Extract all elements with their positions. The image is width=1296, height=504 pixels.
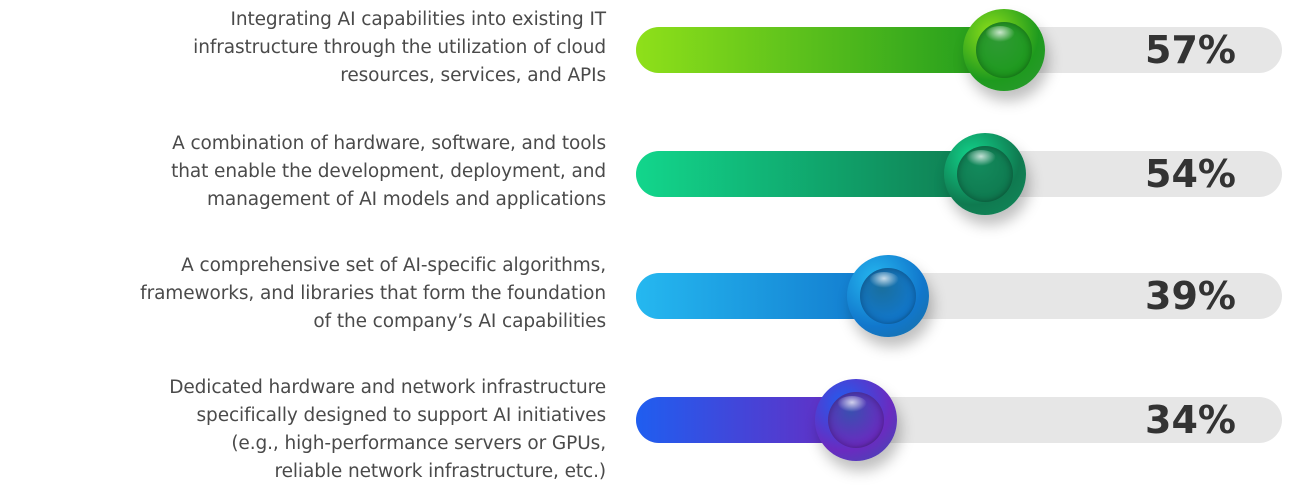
- bar: [636, 273, 888, 319]
- category-label: Integrating AI capabilities into existin…: [0, 6, 606, 90]
- category-label-line: specifically designed to support AI init…: [196, 405, 607, 426]
- bar: [636, 27, 1004, 73]
- progress-track: 39%: [636, 255, 1282, 337]
- category-label-line: that enable the development, deployment,…: [171, 161, 606, 182]
- category-label-line: Integrating AI capabilities into existin…: [230, 9, 607, 30]
- progress-track: 34%: [636, 379, 1282, 461]
- category-label-line: (e.g., high-performance servers or GPUs,: [231, 433, 606, 454]
- category-label-line: resources, services, and APIs: [340, 65, 606, 86]
- category-label: A combination of hardware, software, and…: [0, 130, 606, 214]
- category-label: A comprehensive set of AI-specific algor…: [0, 252, 606, 336]
- bar-knob-shine: [869, 272, 899, 288]
- bar-knob-shine: [985, 26, 1015, 42]
- category-label-line: Dedicated hardware and network infrastru…: [169, 377, 606, 398]
- value-label: 39%: [1145, 274, 1236, 318]
- value-label: 57%: [1145, 28, 1236, 72]
- bar-knob-shine: [837, 396, 867, 412]
- category-label-line: of the company’s AI capabilities: [313, 311, 606, 332]
- progress-track: 54%: [636, 133, 1282, 215]
- bar-knob: [847, 255, 929, 337]
- category-label-line: A comprehensive set of AI-specific algor…: [181, 255, 606, 276]
- category-label-line: frameworks, and libraries that form the …: [140, 283, 606, 304]
- value-label: 54%: [1145, 152, 1236, 196]
- bar-knob: [963, 9, 1045, 91]
- bar-knob: [944, 133, 1026, 215]
- category-label-line: A combination of hardware, software, and…: [172, 133, 606, 154]
- bar-knob-shine: [966, 150, 996, 166]
- bar-knob: [815, 379, 897, 461]
- bar: [636, 151, 985, 197]
- progress-track: 57%: [636, 9, 1282, 91]
- category-label-line: reliable network infrastructure, etc.): [274, 461, 607, 482]
- category-label-line: infrastructure through the utilization o…: [193, 37, 606, 58]
- category-label-line: management of AI models and applications: [206, 189, 606, 210]
- category-label: Dedicated hardware and network infrastru…: [0, 374, 606, 486]
- value-label: 34%: [1145, 398, 1236, 442]
